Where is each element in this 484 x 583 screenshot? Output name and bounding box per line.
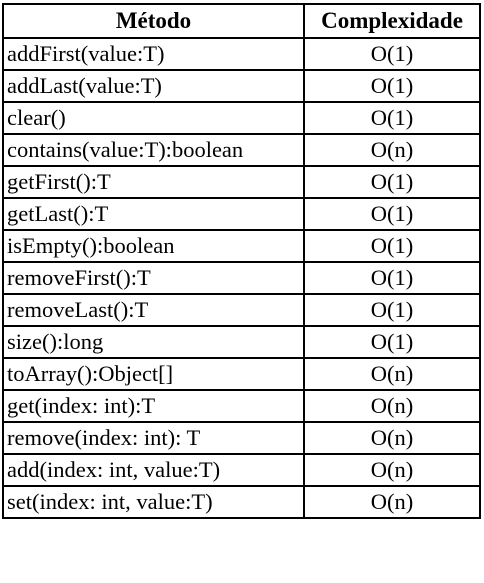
method-cell: removeFirst():T: [2, 261, 305, 295]
method-cell: getLast():T: [2, 197, 305, 231]
complexity-cell: O(1): [303, 325, 481, 359]
method-cell: removeLast():T: [2, 293, 305, 327]
complexity-table: Método Complexidade addFirst(value:T)O(1…: [2, 3, 481, 519]
method-cell: addFirst(value:T): [2, 37, 305, 71]
complexity-cell: O(1): [303, 293, 481, 327]
table-row: addLast(value:T)O(1): [2, 69, 481, 103]
method-cell: contains(value:T):boolean: [2, 133, 305, 167]
complexity-cell: O(1): [303, 165, 481, 199]
method-cell: add(index: int, value:T): [2, 453, 305, 487]
complexity-cell: O(1): [303, 197, 481, 231]
complexity-cell: O(n): [303, 389, 481, 423]
complexity-cell: O(n): [303, 357, 481, 391]
header-method: Método: [2, 3, 305, 39]
method-cell: toArray():Object[]: [2, 357, 305, 391]
complexity-cell: O(1): [303, 69, 481, 103]
table-row: addFirst(value:T)O(1): [2, 37, 481, 71]
method-cell: get(index: int):T: [2, 389, 305, 423]
complexity-cell: O(n): [303, 133, 481, 167]
header-complexity: Complexidade: [303, 3, 481, 39]
table-row: clear()O(1): [2, 101, 481, 135]
header-row: Método Complexidade: [2, 3, 481, 39]
method-cell: remove(index: int): T: [2, 421, 305, 455]
method-cell: size():long: [2, 325, 305, 359]
method-cell: isEmpty():boolean: [2, 229, 305, 263]
complexity-cell: O(1): [303, 229, 481, 263]
table-row: toArray():Object[]O(n): [2, 357, 481, 391]
complexity-cell: O(n): [303, 421, 481, 455]
complexity-cell: O(1): [303, 101, 481, 135]
complexity-cell: O(n): [303, 453, 481, 487]
table-row: set(index: int, value:T)O(n): [2, 485, 481, 519]
method-cell: set(index: int, value:T): [2, 485, 305, 519]
method-cell: getFirst():T: [2, 165, 305, 199]
complexity-cell: O(1): [303, 37, 481, 71]
complexity-cell: O(1): [303, 261, 481, 295]
table-row: add(index: int, value:T)O(n): [2, 453, 481, 487]
complexity-cell: O(n): [303, 485, 481, 519]
method-cell: clear(): [2, 101, 305, 135]
method-cell: addLast(value:T): [2, 69, 305, 103]
